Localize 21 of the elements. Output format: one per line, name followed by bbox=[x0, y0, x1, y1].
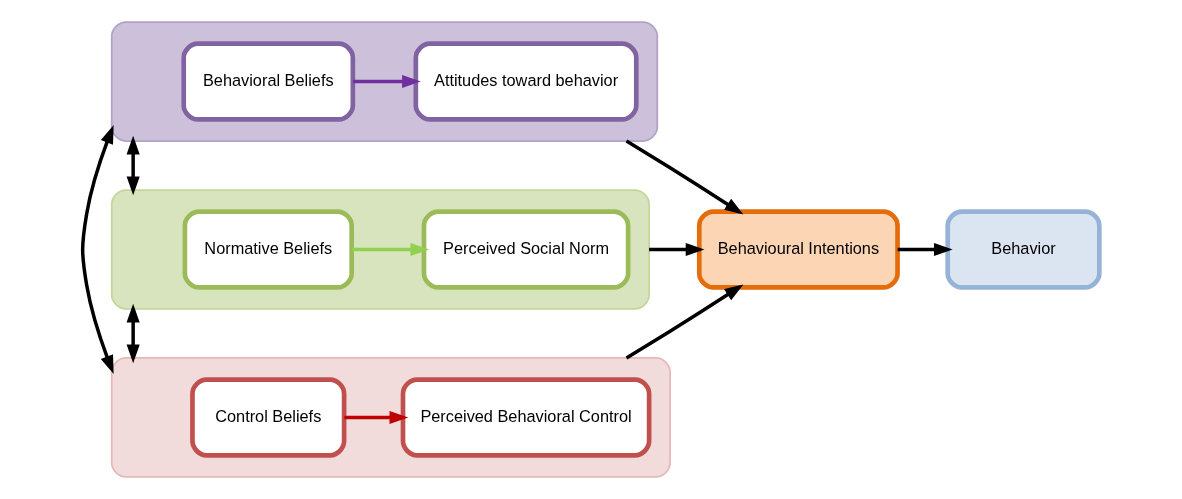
cluster bbox=[110, 21, 659, 142]
arrow bbox=[126, 135, 140, 196]
arrow bbox=[897, 242, 953, 257]
cluster bbox=[110, 357, 671, 478]
arrow bbox=[344, 410, 409, 424]
arrow bbox=[625, 139, 744, 215]
node-box: Behavioural Intentions bbox=[696, 209, 900, 290]
arrow bbox=[352, 242, 430, 257]
node-box: Behavioral Beliefs bbox=[181, 41, 356, 122]
arrow bbox=[353, 75, 421, 89]
arrow bbox=[80, 124, 114, 375]
arrow bbox=[625, 284, 744, 360]
node-box: Normative Beliefs bbox=[182, 209, 354, 290]
node-box: Behavior bbox=[945, 209, 1102, 290]
cluster bbox=[110, 189, 650, 310]
node-box: Attitudes toward behavior bbox=[413, 41, 639, 122]
arrow bbox=[649, 242, 705, 257]
arrow bbox=[126, 303, 140, 364]
node-box: Control Beliefs bbox=[190, 377, 347, 458]
node-box: Perceived Social Norm bbox=[421, 209, 631, 290]
node-box: Perceived Behavioral Control bbox=[400, 377, 652, 458]
